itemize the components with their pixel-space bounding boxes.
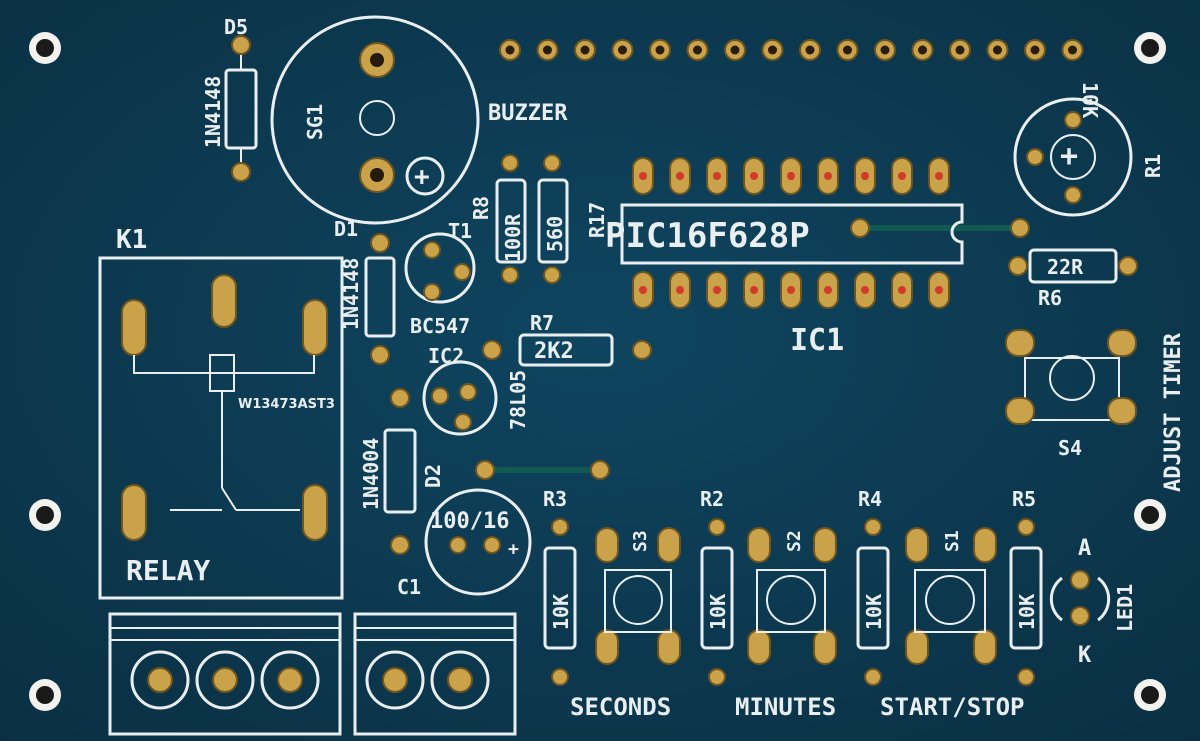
label-d2-part: 1N4004 [359,438,383,510]
label-r7: R7 [530,311,554,335]
diode-d2: 1N4004 D2 [359,388,445,555]
buzzer-sg1: + SG1 BUZZER [270,15,568,225]
svg-text:+: + [1060,139,1078,174]
label-ic-part: PIC16F628P [605,216,810,256]
resistor-r17: 560 R17 [537,154,609,284]
label-c1-plus: + [508,539,519,560]
label-adjust-timer: ADJUST TIMER [1161,332,1186,492]
buzzer-plus: + [414,162,430,192]
label-d5-part: 1N4148 [201,76,225,148]
label-r17-val: 560 [543,216,567,252]
label-r2: R2 [700,487,724,511]
label-d1: D1 [334,217,358,241]
label-buzzer: BUZZER [488,101,568,126]
label-sg1: SG1 [303,104,327,140]
label-s2: S2 [784,530,805,552]
label-r8-val: 100R [501,213,525,262]
label-s4: S4 [1058,436,1082,460]
resistor-r6: 22R R6 [1008,248,1138,310]
label-r8: R8 [469,196,493,220]
label-minutes: MINUTES [735,693,836,721]
label-relay-code: W13473AST3 [238,397,335,412]
label-ic1: IC1 [790,323,844,358]
label-led-a: A [1078,536,1091,561]
label-d1-part: 1N4148 [339,258,363,330]
label-k1: K1 [116,225,147,255]
label-r3: R3 [543,487,567,511]
label-r6: R6 [1038,286,1062,310]
pin-header-row [499,39,1084,61]
regulator-ic2: IC2 78L05 [422,344,530,436]
relay-k1: K1 W13473AST3 RELAY [98,225,344,600]
label-r4-val: 10K [862,594,886,630]
label-r6-val: 22R [1047,255,1084,279]
mounting-holes [29,32,1166,711]
label-c1: C1 [397,575,421,599]
label-start-stop: START/STOP [880,693,1025,721]
terminal-blocks [108,612,517,736]
label-r1-val: 10K [1078,82,1102,118]
transistor-t1: T1 BC547 [404,219,476,338]
diode-d1: D1 1N4148 [334,217,396,365]
label-r7-val: 2K2 [534,339,574,364]
capacitor-c1: 100/16 + C1 [397,460,610,599]
label-r5: R5 [1012,487,1036,511]
resistor-r8: R8 100R [469,154,527,284]
bottom-controls: R3 10K S3 R2 10K S2 R4 10K S1 R5 10K A [543,487,1137,721]
label-r3-val: 10K [549,594,573,630]
label-d5: D5 [224,15,248,39]
label-relay: RELAY [126,554,210,587]
trimmer-r1: + 10K R1 [1013,82,1165,217]
label-r4: R4 [858,487,882,511]
label-r1: R1 [1141,154,1165,178]
label-seconds: SECONDS [570,693,671,721]
switch-s4: S4 ADJUST TIMER [1005,329,1186,492]
label-ic2-part: 78L05 [506,370,530,430]
label-s1: S1 [942,530,963,552]
label-r17: R17 [585,202,609,238]
label-r5-val: 10K [1015,594,1039,630]
label-led1: LED1 [1113,584,1137,632]
ic1-footprint: PIC16F628P IC1 [605,157,1030,358]
copper-traces [485,225,1020,473]
resistor-r7: R7 2K2 [482,311,652,367]
label-r2-val: 10K [706,594,730,630]
label-c1-val: 100/16 [430,509,509,534]
diode-d5: D5 1N4148 [201,15,258,182]
label-s3: S3 [630,530,651,552]
label-d2: D2 [421,464,445,488]
label-t1-part: BC547 [410,314,470,338]
label-led-k: K [1078,643,1092,668]
